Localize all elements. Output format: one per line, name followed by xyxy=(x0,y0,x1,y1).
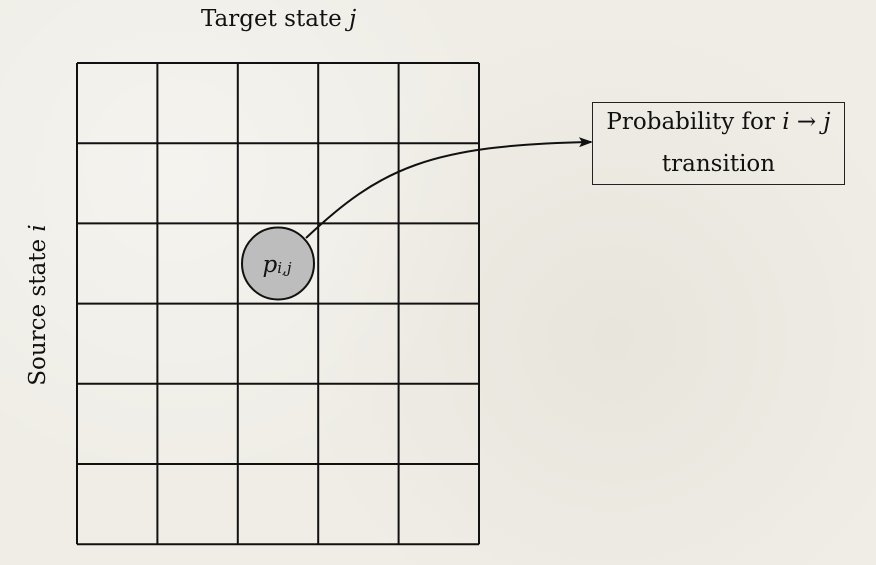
callout-prefix: Probability for xyxy=(606,109,775,135)
target-state-label: Target state j xyxy=(201,6,356,32)
transition-arrow xyxy=(305,137,593,239)
arrow-layer xyxy=(305,137,593,239)
matrix-grid xyxy=(76,62,480,546)
node-base: p xyxy=(262,252,278,278)
probability-node xyxy=(241,226,315,301)
callout-math: i → j xyxy=(782,109,831,135)
probability-callout-box: Probability for i → j transition xyxy=(592,102,845,185)
node-layer xyxy=(241,226,315,301)
target-state-var: j xyxy=(349,6,357,32)
target-state-text: Target state xyxy=(201,6,342,32)
node-subscript: i,j xyxy=(277,259,292,277)
callout-line-1: Probability for i → j xyxy=(593,100,844,145)
callout-line-2: transition xyxy=(661,151,776,177)
